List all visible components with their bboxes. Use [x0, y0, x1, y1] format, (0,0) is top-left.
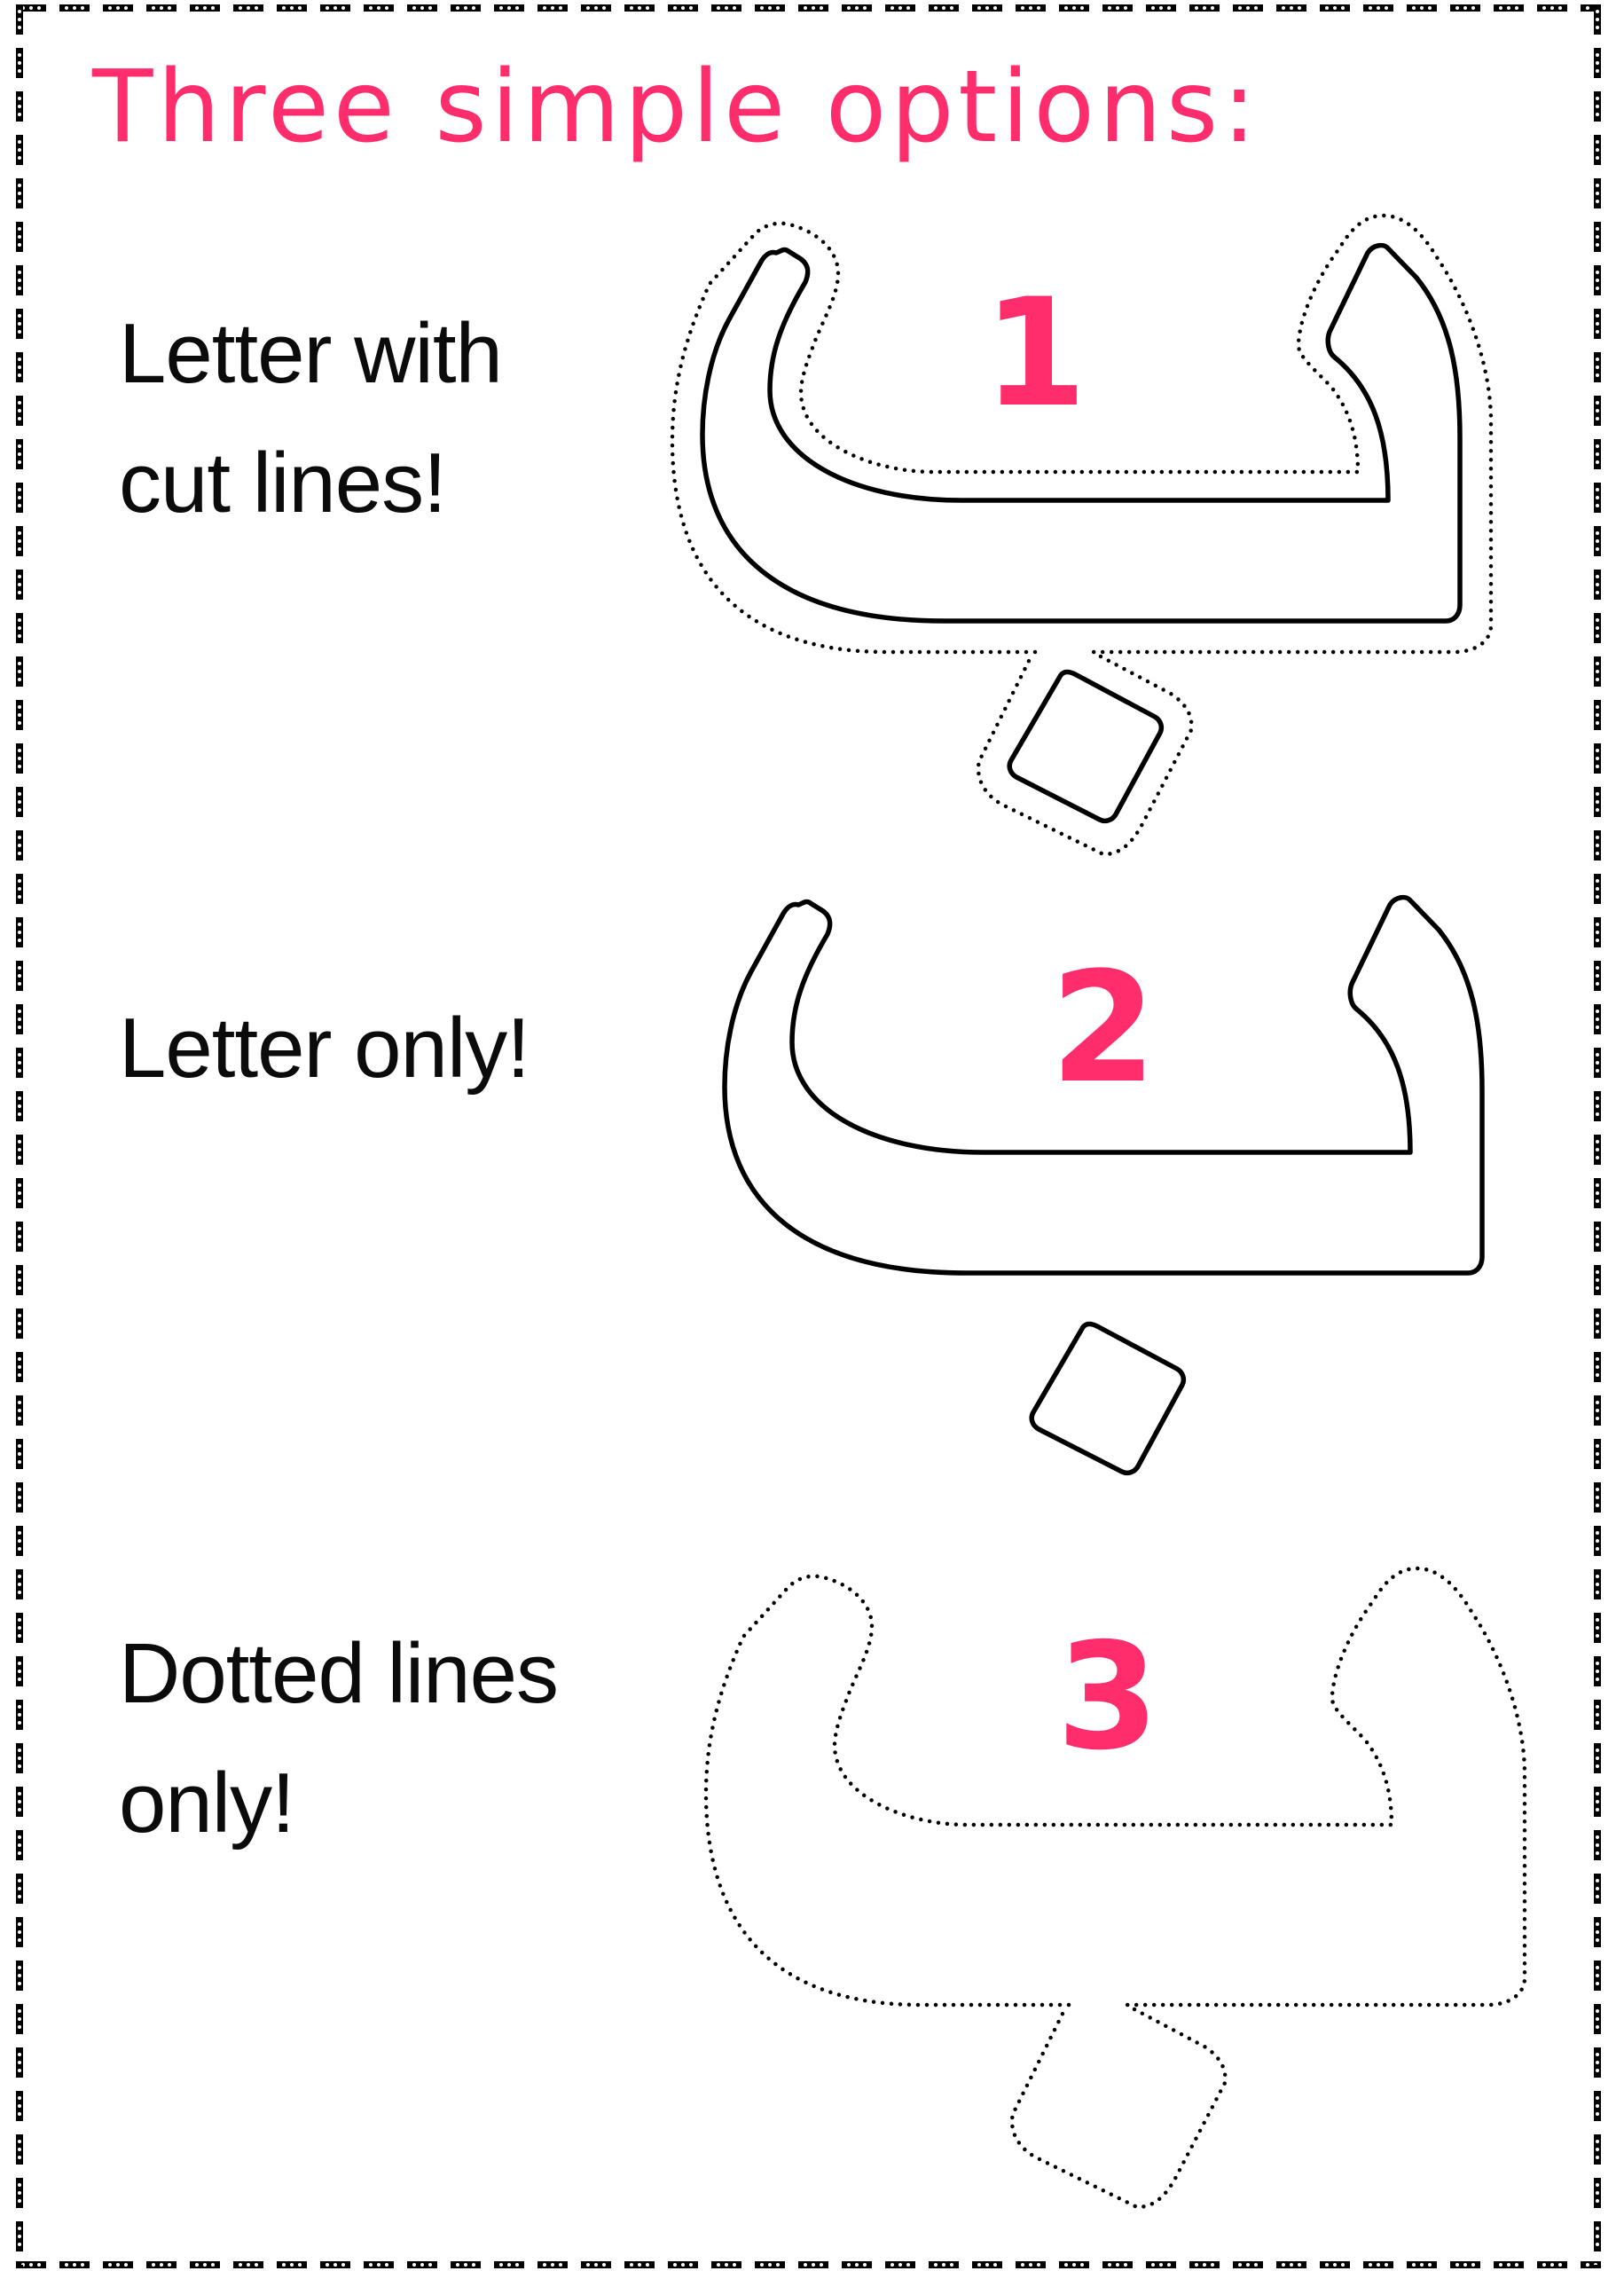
option-3-label-line-2: only!	[119, 1756, 295, 1851]
option-3-label-line-1: Dotted lines	[119, 1626, 559, 1721]
option-3-number: 3	[1056, 1612, 1159, 1783]
option-1-letter: 1	[672, 216, 1491, 854]
page-title: Three simple options:	[92, 50, 1260, 165]
option-2-label-line-1: Letter only!	[119, 1001, 530, 1096]
option-1-label: Letter with cut lines!	[119, 289, 503, 548]
option-2-label: Letter only!	[119, 984, 530, 1113]
option-2-number: 2	[1050, 939, 1157, 1117]
option-1-number: 1	[984, 266, 1087, 440]
option-1-label-line-2: cut lines!	[119, 436, 447, 530]
option-1-label-line-1: Letter with	[119, 306, 503, 401]
option-3-label: Dotted lines only!	[119, 1609, 559, 1868]
